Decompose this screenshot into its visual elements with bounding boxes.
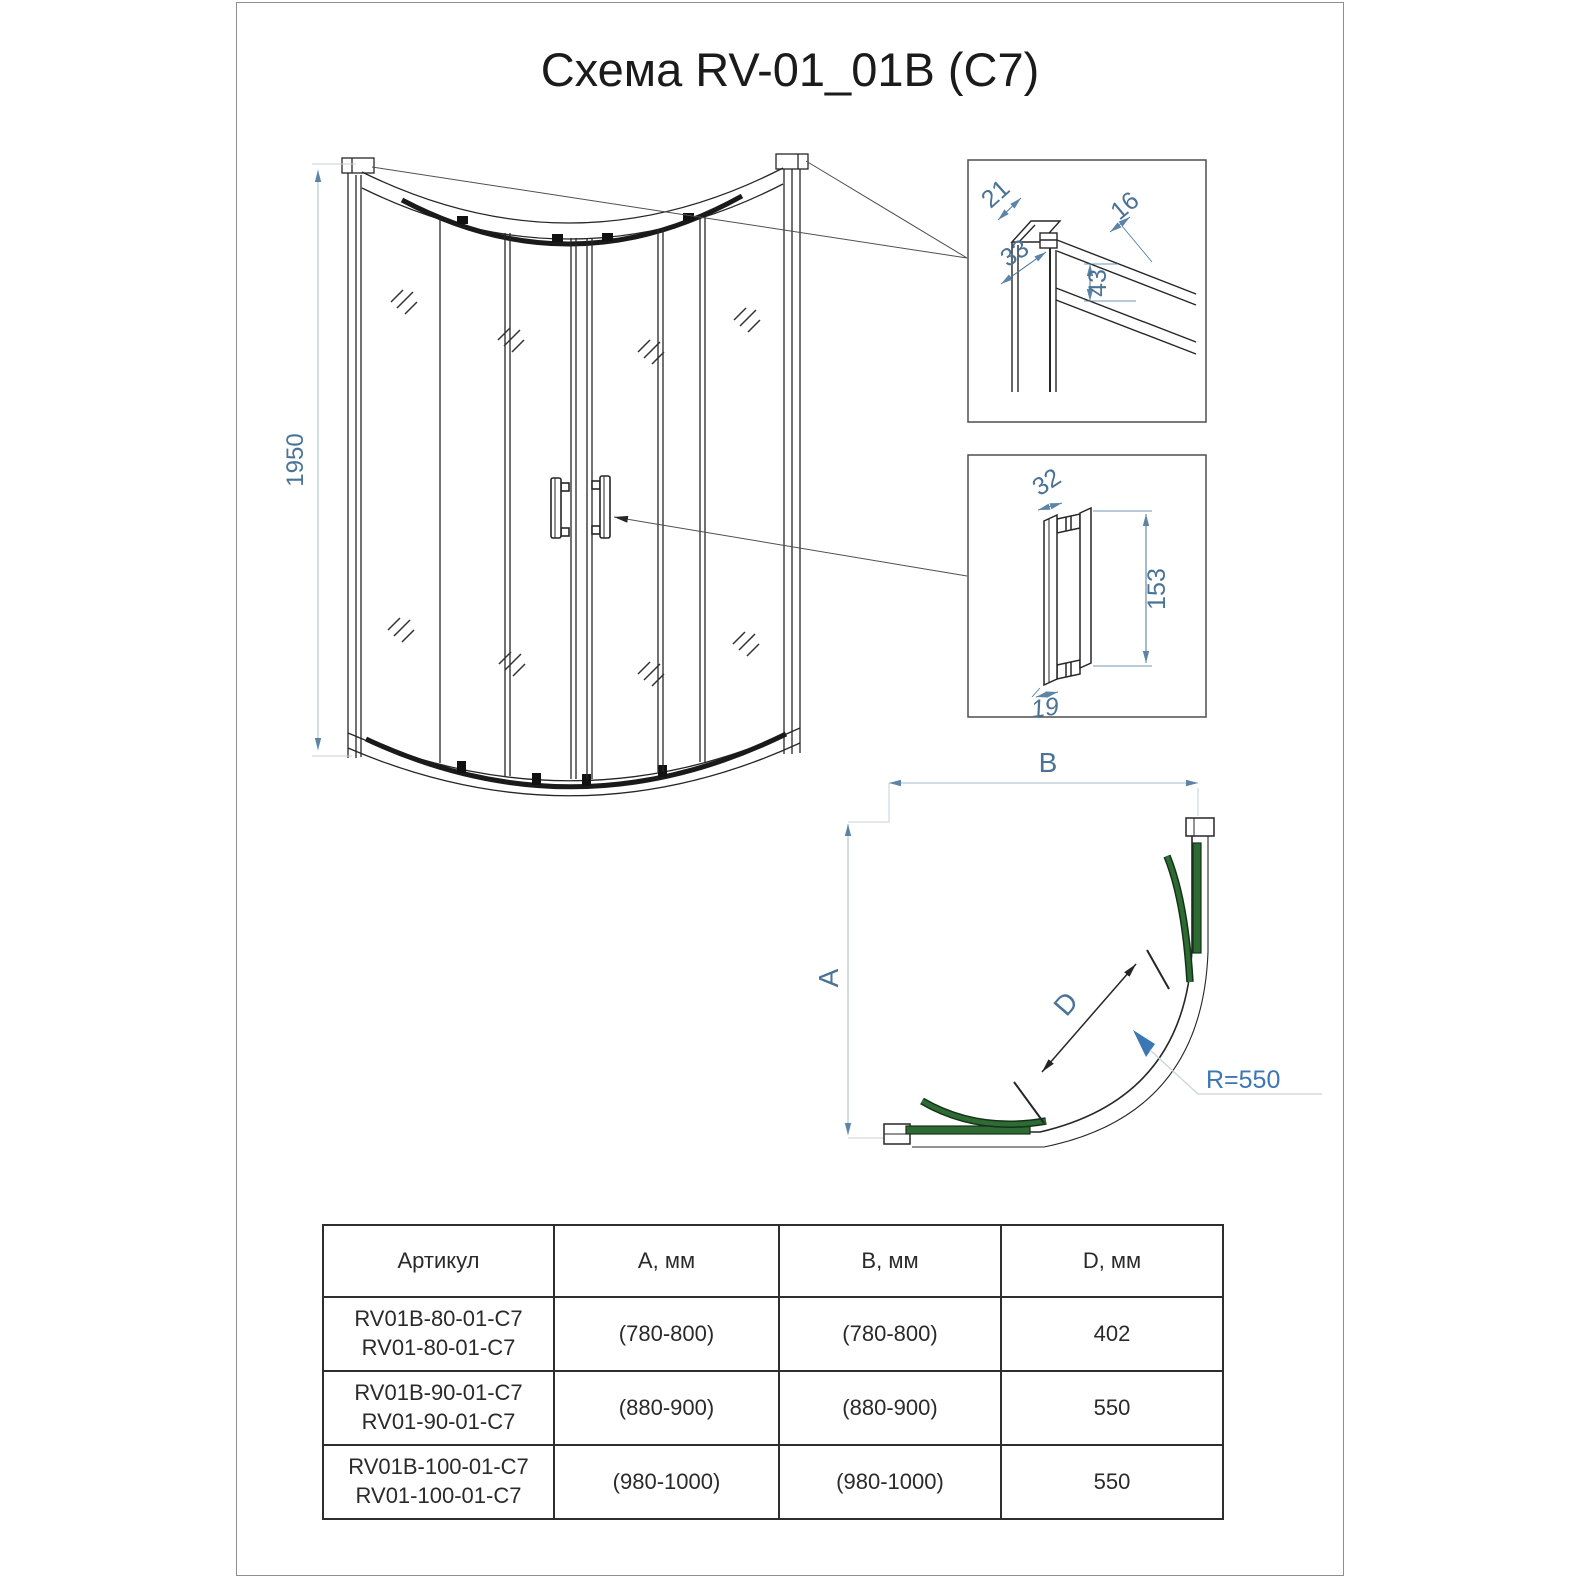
plan-dim-d-label: D xyxy=(1047,986,1084,1022)
top-curved-rail xyxy=(361,167,784,247)
spec-table: Артикул А, мм В, мм D, мм RV01B-80-01-C7… xyxy=(322,1224,1224,1520)
door-handles xyxy=(550,475,611,539)
bottom-curved-rail xyxy=(347,727,801,797)
a-value: (980-1000) xyxy=(553,1444,780,1520)
door-bottom-closed xyxy=(905,1125,1031,1135)
b-value: (980-1000) xyxy=(778,1444,1002,1520)
handle-drawing xyxy=(1043,506,1092,687)
detail-leader-lines xyxy=(371,160,968,577)
a-value: (780-800) xyxy=(553,1296,780,1372)
plan-radius-callout: R=550 xyxy=(1133,1030,1322,1095)
radius-arrowhead xyxy=(1133,1030,1155,1057)
height-dimension: 1950 xyxy=(282,163,356,757)
plan-dim-d: D xyxy=(1013,949,1170,1124)
door-right-closed xyxy=(1192,842,1202,954)
profile-dimensions xyxy=(997,197,1153,302)
radius-label: R=550 xyxy=(1206,1066,1280,1094)
top-rollers xyxy=(457,213,694,242)
right-cap-profile xyxy=(775,153,809,170)
plan-dim-b-label: B xyxy=(1039,747,1058,778)
profile-drawing xyxy=(1010,220,1197,392)
d-value: 402 xyxy=(1000,1296,1224,1372)
article-cell: RV01B-80-01-C7 RV01-80-01-C7 xyxy=(322,1296,555,1372)
header-article: Артикул xyxy=(322,1224,555,1298)
handle-dim-19: 19 xyxy=(1029,692,1061,724)
profile-dim-43: 43 xyxy=(1084,269,1112,297)
handle-dim-153: 153 xyxy=(1143,568,1171,610)
left-handle xyxy=(550,477,570,539)
article-cell: RV01B-100-01-C7 RV01-100-01-C7 xyxy=(322,1444,555,1520)
d-value: 550 xyxy=(1000,1444,1224,1520)
left-cap-profile xyxy=(341,157,375,174)
plan-sliding-doors xyxy=(905,842,1202,1135)
right-wall-profile xyxy=(783,169,801,754)
table-row: RV01B-100-01-C7 RV01-100-01-C7 (980-1000… xyxy=(322,1444,1224,1520)
header-b-mm: В, мм xyxy=(778,1224,1002,1298)
b-value: (880-900) xyxy=(778,1370,1002,1446)
door-bottom-arc xyxy=(920,1099,1047,1127)
spec-header-row: Артикул А, мм В, мм D, мм xyxy=(322,1224,1224,1298)
plan-view: B A xyxy=(813,747,1322,1148)
page-title: Схема RV-01_01B (C7) xyxy=(540,43,1040,96)
plan-dim-a-label: A xyxy=(813,968,844,987)
table-row: RV01B-90-01-C7 RV01-90-01-C7 (880-900) (… xyxy=(322,1370,1224,1446)
detail-handle-view: 32 153 19 xyxy=(967,454,1207,724)
a-value: (880-900) xyxy=(553,1370,780,1446)
door-right-arc xyxy=(1164,855,1193,983)
d-value: 550 xyxy=(1000,1370,1224,1446)
handle-dimensions xyxy=(1031,502,1152,698)
header-d-mm: D, мм xyxy=(1000,1224,1224,1298)
front-view xyxy=(341,153,809,797)
height-dim-label: 1950 xyxy=(282,433,309,486)
table-row: RV01B-80-01-C7 RV01-80-01-C7 (780-800) (… xyxy=(322,1296,1224,1372)
spec-table-wrap: Артикул А, мм В, мм D, мм RV01B-80-01-C7… xyxy=(322,1224,1224,1520)
glass-panel-edges xyxy=(439,217,706,779)
glass-reflection-marks xyxy=(387,289,761,687)
article-cell: RV01B-90-01-C7 RV01-90-01-C7 xyxy=(322,1370,555,1446)
right-handle xyxy=(591,475,611,539)
header-a-mm: А, мм xyxy=(553,1224,780,1298)
left-wall-profile xyxy=(347,173,362,758)
b-value: (780-800) xyxy=(778,1296,1002,1372)
detail-profile-view: 21 33 16 43 xyxy=(967,159,1207,423)
